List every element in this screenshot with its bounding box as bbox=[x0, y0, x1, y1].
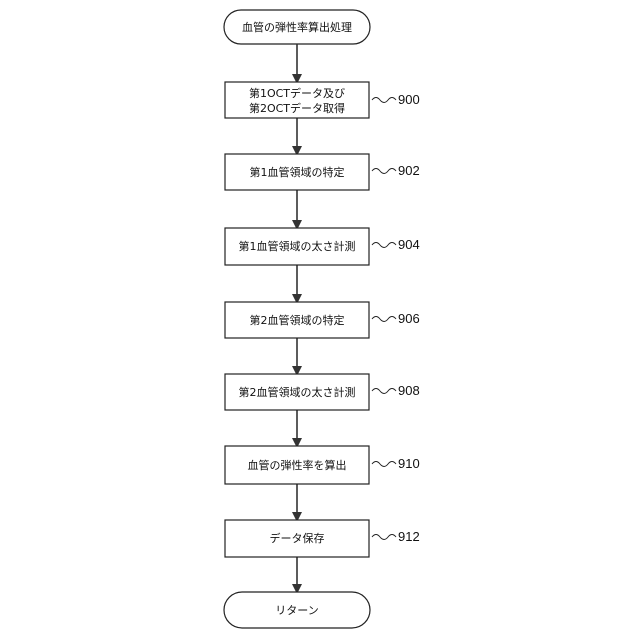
step-900-ref: 900 bbox=[398, 92, 420, 107]
step-910: 血管の弾性率を算出 910 bbox=[225, 446, 420, 484]
step-910-line-1: 血管の弾性率を算出 bbox=[248, 458, 347, 472]
step-912-ref: 912 bbox=[398, 529, 420, 544]
step-900-leader bbox=[372, 98, 396, 103]
step-908-ref: 908 bbox=[398, 383, 420, 398]
step-902-line-1: 第1血管領域の特定 bbox=[250, 165, 345, 179]
step-902-ref: 902 bbox=[398, 163, 420, 178]
step-900-line-1: 第1OCTデータ及び bbox=[249, 86, 345, 100]
step-902: 第1血管領域の特定 902 bbox=[225, 154, 420, 190]
step-912-leader bbox=[372, 535, 396, 540]
step-912: データ保存 912 bbox=[225, 520, 420, 557]
start-terminal: 血管の弾性率算出処理 bbox=[224, 10, 370, 44]
step-906-leader bbox=[372, 317, 396, 322]
step-908-leader bbox=[372, 389, 396, 394]
step-904-leader bbox=[372, 243, 396, 248]
step-904-line-1: 第1血管領域の太さ計測 bbox=[239, 239, 356, 253]
step-900-line-2: 第2OCTデータ取得 bbox=[249, 101, 345, 115]
step-910-ref: 910 bbox=[398, 456, 420, 471]
step-900: 第1OCTデータ及び 第2OCTデータ取得 900 bbox=[225, 82, 420, 118]
step-908: 第2血管領域の太さ計測 908 bbox=[225, 374, 420, 410]
step-904-ref: 904 bbox=[398, 237, 420, 252]
end-terminal: リターン bbox=[224, 592, 370, 628]
step-906-line-1: 第2血管領域の特定 bbox=[250, 313, 345, 327]
step-902-leader bbox=[372, 169, 396, 174]
step-908-line-1: 第2血管領域の太さ計測 bbox=[239, 385, 356, 399]
step-912-line-1: データ保存 bbox=[270, 531, 325, 545]
step-906-ref: 906 bbox=[398, 311, 420, 326]
step-906: 第2血管領域の特定 906 bbox=[225, 302, 420, 338]
end-label: リターン bbox=[275, 604, 318, 617]
start-label: 血管の弾性率算出処理 bbox=[242, 20, 352, 34]
step-904: 第1血管領域の太さ計測 904 bbox=[225, 228, 420, 265]
step-910-leader bbox=[372, 462, 396, 467]
